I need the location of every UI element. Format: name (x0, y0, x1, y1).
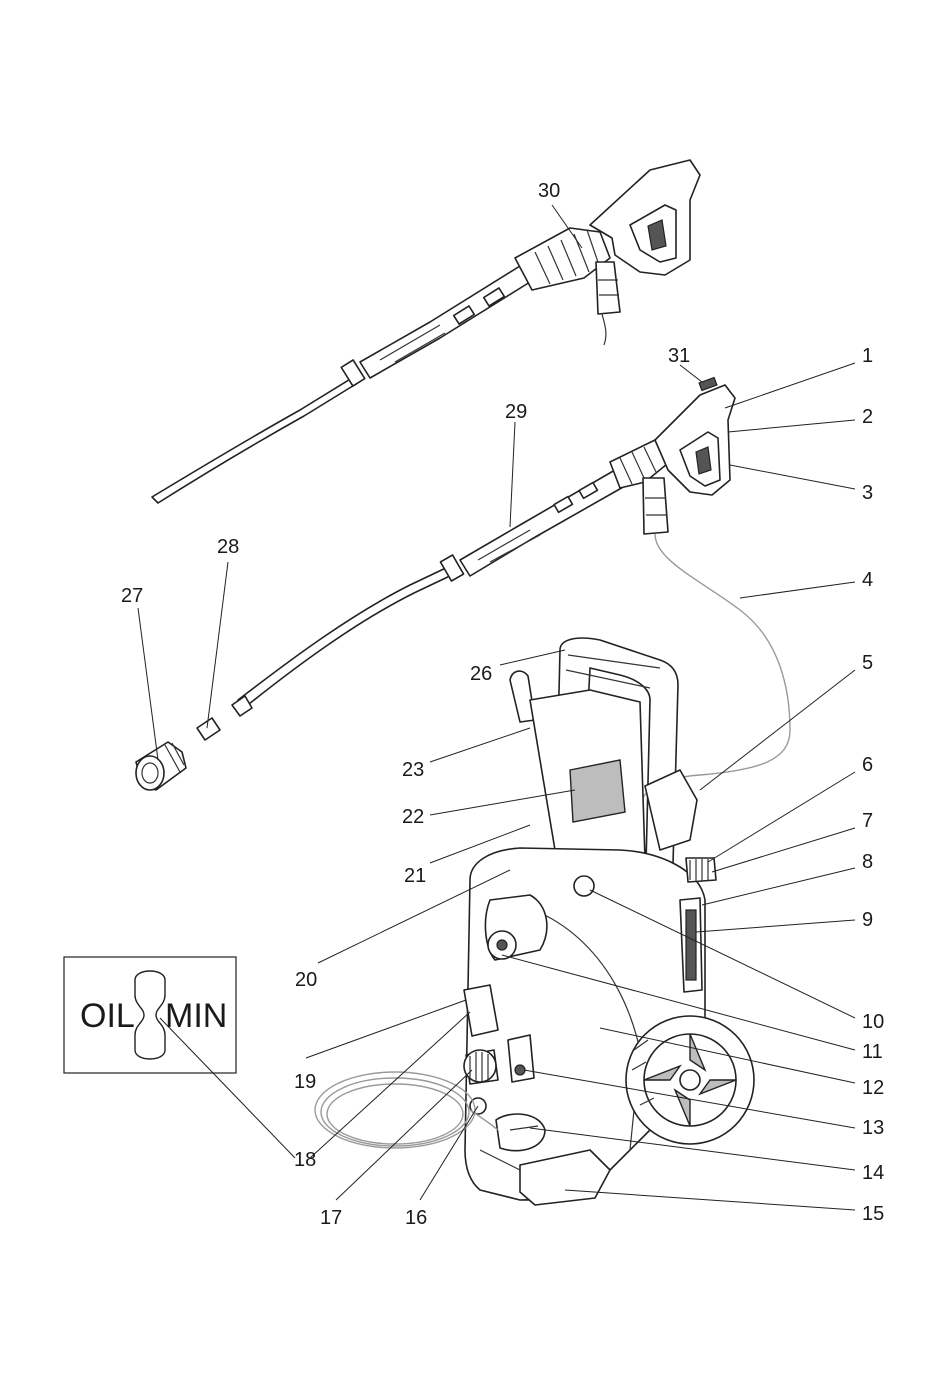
callout-22: 22 (402, 806, 424, 828)
callout-8: 8 (862, 851, 873, 873)
callout-11: 11 (862, 1041, 883, 1063)
callout-13: 13 (862, 1117, 884, 1139)
nozzle-cap-and-tip (136, 696, 252, 790)
callout-1: 1 (862, 345, 873, 367)
callout-31: 31 (668, 345, 690, 367)
callout-20: 20 (295, 969, 317, 991)
callout-19: 19 (294, 1071, 316, 1093)
callout-5: 5 (862, 652, 873, 674)
oil-label: OIL (80, 997, 135, 1035)
callout-15: 15 (862, 1203, 884, 1225)
oil-level-inset: OIL MIN (64, 957, 236, 1073)
upper-spray-gun-with-lance (152, 160, 700, 503)
callout-2: 2 (862, 406, 873, 428)
callout-27: 27 (121, 585, 143, 607)
callout-21: 21 (404, 865, 426, 887)
callout-26: 26 (470, 663, 492, 685)
callout-23: 23 (402, 759, 424, 781)
callout-14: 14 (862, 1162, 884, 1184)
callout-9: 9 (862, 909, 873, 931)
callout-30: 30 (538, 180, 560, 202)
callout-29: 29 (505, 401, 527, 423)
callout-17: 17 (320, 1207, 342, 1229)
callout-12: 12 (862, 1077, 884, 1099)
pressure-washer-body (315, 638, 754, 1205)
callout-16: 16 (405, 1207, 427, 1229)
callout-28: 28 (217, 536, 239, 558)
callout-18: 18 (294, 1149, 316, 1171)
callout-10: 10 (862, 1011, 884, 1033)
callout-7: 7 (862, 810, 873, 832)
callout-6: 6 (862, 754, 873, 776)
callout-3: 3 (862, 482, 873, 504)
callout-4: 4 (862, 569, 873, 591)
min-label: MIN (165, 997, 227, 1035)
